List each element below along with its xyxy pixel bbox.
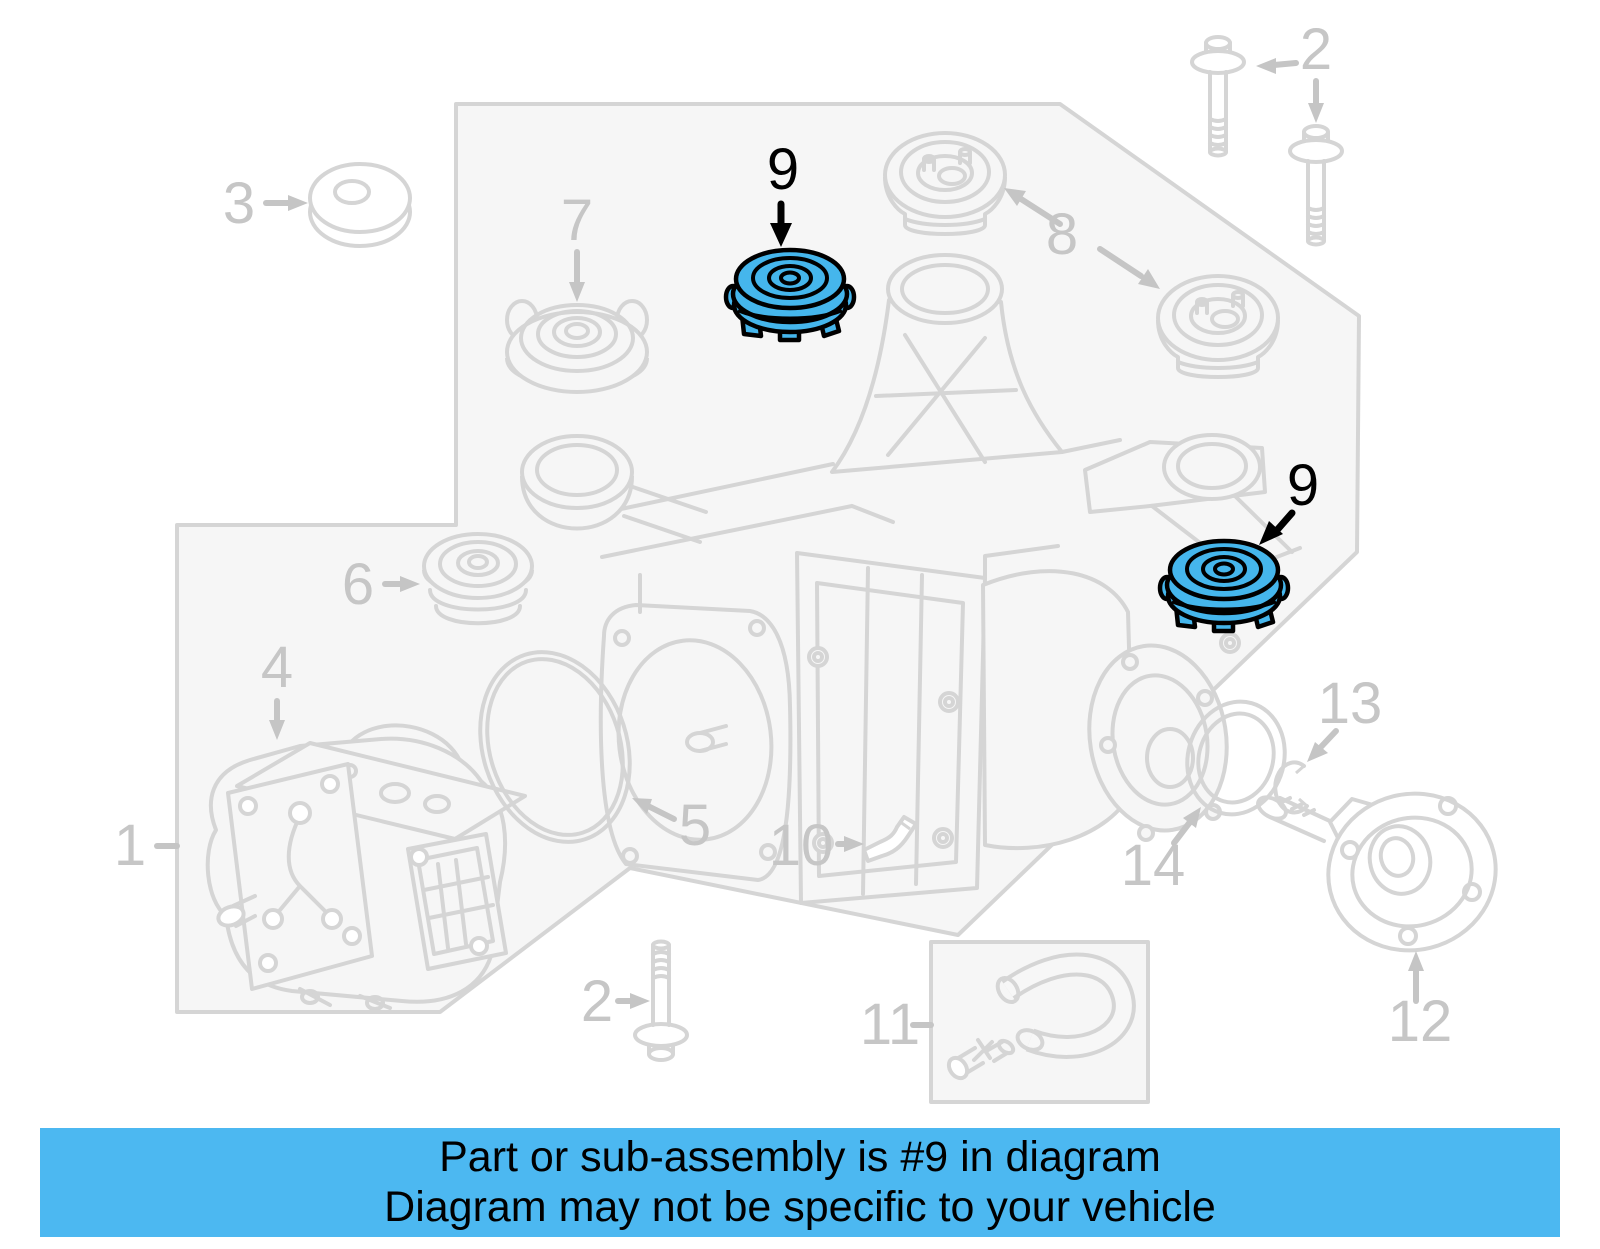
part-label-7: 7 bbox=[560, 188, 594, 253]
differential-housing bbox=[520, 253, 1302, 905]
part-label-13: 13 bbox=[1317, 671, 1383, 736]
part-2-bolt-a bbox=[1190, 35, 1246, 158]
banner-line-1: Part or sub-assembly is #9 in diagram bbox=[439, 1132, 1161, 1181]
part-14-seal bbox=[1185, 699, 1287, 817]
part-7-mount bbox=[505, 299, 649, 394]
part-5-oring bbox=[478, 650, 632, 844]
part-label-3: 3 bbox=[222, 171, 256, 236]
highlight-arrows bbox=[770, 200, 1296, 545]
part-label-2-top: 2 bbox=[1299, 17, 1333, 82]
part-label-6: 6 bbox=[341, 552, 375, 617]
part-label-9-right: 9 bbox=[1286, 453, 1320, 518]
part-2-bolt-b bbox=[1288, 124, 1344, 247]
parts-diagram-canvas bbox=[154, 35, 1498, 1104]
part-label-8: 8 bbox=[1045, 202, 1079, 267]
callout-arrows bbox=[154, 58, 1424, 1028]
part-label-10: 10 bbox=[768, 813, 834, 878]
part-label-5: 5 bbox=[678, 793, 712, 858]
part-11-hose-kit bbox=[929, 940, 1150, 1104]
part-3-washer bbox=[308, 162, 412, 248]
part-label-4: 4 bbox=[260, 635, 294, 700]
banner-line-2: Diagram may not be specific to your vehi… bbox=[384, 1182, 1216, 1231]
part-label-1: 1 bbox=[113, 813, 147, 878]
part-6-bushing bbox=[422, 532, 534, 626]
highlight-banner: Part or sub-assembly is #9 in diagram Di… bbox=[40, 1128, 1560, 1237]
part-9-mount-right bbox=[1160, 541, 1288, 631]
part-10-elbow-fitting bbox=[862, 815, 918, 863]
part-1-pump-assembly bbox=[205, 723, 527, 1011]
part-9-mount-left bbox=[726, 250, 854, 340]
part-label-14: 14 bbox=[1120, 833, 1186, 898]
part-12-output-flange bbox=[1256, 791, 1498, 953]
part-label-9-left: 9 bbox=[766, 137, 800, 202]
part-8-mount-lower bbox=[1156, 274, 1280, 379]
part-8-mount-upper bbox=[883, 131, 1007, 236]
part-label-12: 12 bbox=[1387, 989, 1453, 1054]
part-label-11: 11 bbox=[859, 992, 921, 1057]
part-label-2-bottom: 2 bbox=[580, 969, 614, 1034]
